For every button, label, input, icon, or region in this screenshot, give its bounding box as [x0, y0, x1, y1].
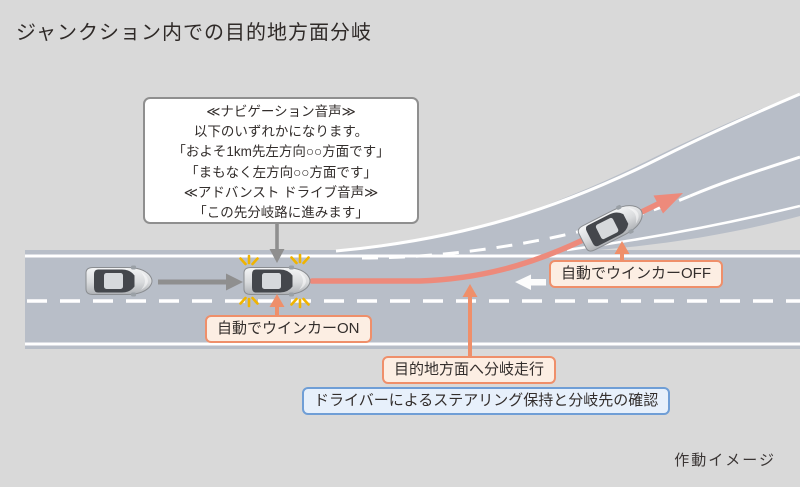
- callout-line: 以下のいずれかになります。: [193, 124, 369, 140]
- callout-line: 「まもなく左方向○○方面です」: [185, 164, 377, 180]
- callout-line: 「およそ1km先左方向○○方面です」: [172, 144, 390, 160]
- label-driver-check: ドライバーによるステアリング保持と分岐先の確認: [302, 387, 671, 415]
- callout-line: 「この先分岐路に進みます」: [193, 205, 369, 221]
- callout-pointer-icon: [269, 224, 285, 263]
- pointer-arrow-branch-run-icon: [462, 284, 478, 358]
- label-branch-run: 目的地方面へ分岐走行: [382, 356, 557, 384]
- page-title: ジャンクション内での目的地方面分岐: [16, 22, 372, 44]
- footer-note: 作動イメージ: [674, 452, 776, 469]
- car-approaching: [85, 265, 153, 297]
- branch-road: [330, 93, 800, 256]
- road-marking-arrow-icon: [515, 274, 546, 290]
- callout-line: ≪アドバンスト ドライブ音声≫: [183, 184, 379, 200]
- forward-arrow-icon: [158, 273, 243, 291]
- label-winker-on: 自動でウインカーON: [205, 315, 372, 343]
- navigation-voice-callout: ≪ナビゲーション音声≫ 以下のいずれかになります。 「およそ1km先左方向○○方…: [143, 97, 419, 224]
- label-winker-off: 自動でウインカーOFF: [549, 260, 723, 288]
- callout-line: ≪ナビゲーション音声≫: [206, 104, 356, 119]
